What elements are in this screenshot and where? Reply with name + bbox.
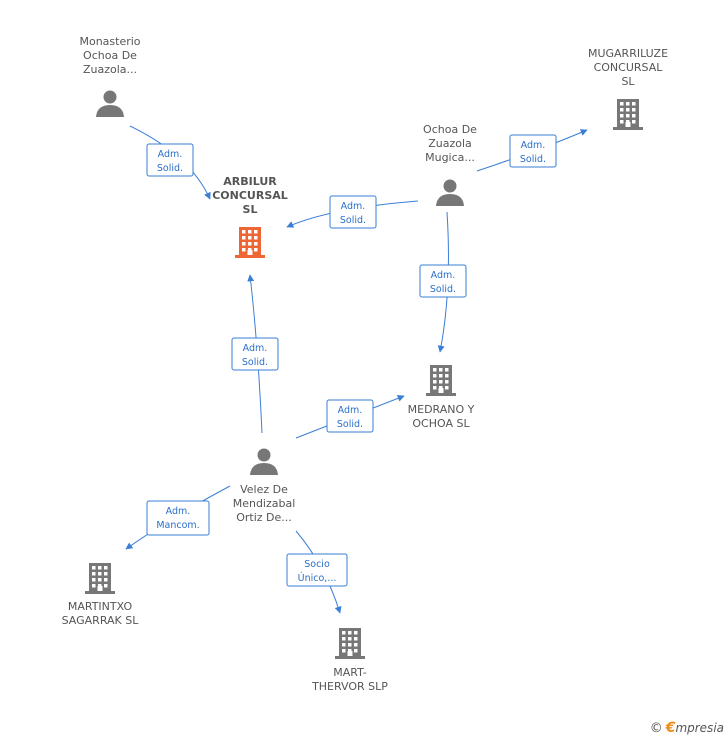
node-label-line: SL <box>621 75 635 88</box>
node-label-line: Monasterio <box>79 35 140 48</box>
node-label-line: CONCURSAL <box>212 189 288 202</box>
node-label-line: Mendizabal <box>233 497 296 510</box>
node-label-line: Mugica... <box>425 151 475 164</box>
building-icon <box>85 563 115 594</box>
node-label-line: Zuazola... <box>83 63 137 76</box>
person-icon <box>250 448 278 475</box>
node-label-line: Zuazola <box>428 137 472 150</box>
edge-label-line: Adm. <box>338 405 363 416</box>
edge-label-line: Socio <box>304 559 330 570</box>
brand-logo: €mpresia <box>665 720 724 736</box>
node-label-line: Velez De <box>240 483 288 496</box>
edge-label-line: Adm. <box>521 140 546 151</box>
edge-label-line: Solid. <box>242 357 268 368</box>
edge-label-box[interactable] <box>329 195 377 229</box>
person-icon <box>436 179 464 206</box>
edge-label-line: Solid. <box>340 215 366 226</box>
edge-label-line: Solid. <box>157 163 183 174</box>
building-icon <box>335 628 365 659</box>
edge-velez-to-mart: SocioÚnico,... <box>286 530 348 614</box>
edge-label-box[interactable] <box>326 399 374 433</box>
footer-brand: © €mpresia <box>650 720 724 736</box>
building-icon <box>613 99 643 130</box>
edge-label-box[interactable] <box>231 337 279 371</box>
edge-velez-to-martintxo: Adm. Mancom. <box>125 485 231 550</box>
edge-label-box[interactable] <box>146 500 210 536</box>
edge-label-box[interactable] <box>146 143 194 177</box>
edge-label-box[interactable] <box>419 264 467 298</box>
node-label-line: SL <box>243 203 258 216</box>
node-label-line: SAGARRAK SL <box>62 614 140 627</box>
edge-label-line: Adm. <box>243 343 268 354</box>
edge-label-line: Adm. <box>341 201 366 212</box>
edge-label-line: Adm. <box>166 506 191 517</box>
edge-label-line: Solid. <box>520 154 546 165</box>
edge-monasterio-to-arbilur: Adm. Solid. <box>129 125 211 200</box>
node-label-line: ARBILUR <box>223 175 277 188</box>
edge-velez-to-arbilur: Adm. Solid. <box>231 274 279 434</box>
person-icon <box>96 90 124 117</box>
node-label-line: MART- <box>333 666 367 679</box>
edge-label-line: Adm. <box>431 270 456 281</box>
edge-ochoa-to-medrano: Adm. Solid. <box>419 211 467 353</box>
edge-ochoa-to-arbilur: Adm. Solid. <box>286 195 419 229</box>
building-icon <box>235 227 265 258</box>
building-icon <box>426 365 456 396</box>
edge-label-line: Único,... <box>298 572 337 584</box>
node-label-line: OCHOA SL <box>412 417 470 430</box>
node-ochoa[interactable]: Ochoa DeZuazolaMugica... <box>423 123 477 206</box>
edge-label-line: Mancom. <box>156 520 199 531</box>
node-label-line: Ochoa De <box>423 123 477 136</box>
node-label-line: Ortiz De... <box>236 511 292 524</box>
node-label-line: THERVOR SLP <box>311 680 388 693</box>
edge-label-line: Solid. <box>430 284 456 295</box>
edge-ochoa-to-mugarriluze: Adm. Solid. <box>476 129 588 172</box>
edge-label-box[interactable] <box>509 134 557 168</box>
node-label-line: Ochoa De <box>83 49 137 62</box>
edge-label-line: Solid. <box>337 419 363 430</box>
edge-velez-to-medrano: Adm. Solid. <box>295 395 405 439</box>
copyright-symbol: © <box>649 720 663 736</box>
node-label-line: MUGARRILUZE <box>588 47 668 60</box>
node-label-line: MARTINTXO <box>68 600 133 613</box>
node-mart[interactable]: MART-THERVOR SLP <box>311 628 388 693</box>
node-label-line: CONCURSAL <box>594 61 664 74</box>
edge-label-box[interactable] <box>286 553 348 587</box>
node-label-line: MEDRANO Y <box>408 403 475 416</box>
edge-label-line: Adm. <box>158 149 183 160</box>
